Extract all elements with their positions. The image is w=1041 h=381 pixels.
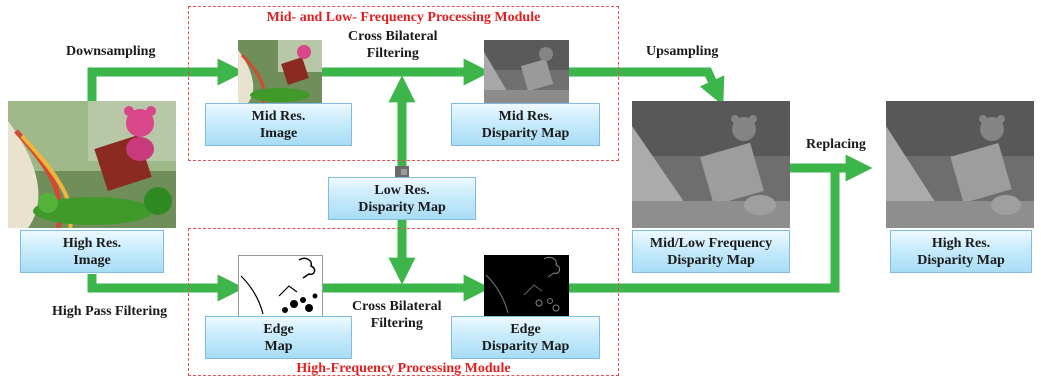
edge-map-thumbnail <box>238 255 323 317</box>
box-line: Map <box>264 338 293 354</box>
replacing-label: Replacing <box>806 137 866 152</box>
box-line: Low Res. <box>374 182 430 198</box>
mid-low-frequency-module: Mid- and Low- Frequency Processing Modul… <box>188 6 619 161</box>
box-line: High Res. <box>931 235 991 251</box>
low-res-disparity-box: Low Res. Disparity Map <box>328 177 476 220</box>
mid-low-disparity-thumbnail <box>632 101 790 228</box>
box-line: Edge <box>263 321 294 337</box>
label-line: Cross Bilateral <box>352 299 442 314</box>
mid-res-image-box: Mid Res. Image <box>205 103 352 146</box>
edge-disparity-thumbnail <box>484 255 569 317</box>
high-res-disparity-box: High Res. Disparity Map <box>890 230 1032 273</box>
edge-disparity-box: Edge Disparity Map <box>451 316 600 359</box>
mid-res-disparity-thumbnail <box>484 40 569 103</box>
high-pass-arrow <box>87 274 245 302</box>
cross-bilateral-filtering-top-label: Cross Bilateral Filtering <box>348 28 438 62</box>
mid-res-image-thumbnail <box>238 40 322 103</box>
label-line: Cross Bilateral <box>348 29 438 44</box>
box-line: High Res. <box>62 235 122 251</box>
upsampling-arrow <box>569 67 725 106</box>
high-pass-filtering-label: High Pass Filtering <box>52 304 168 319</box>
box-line: Mid/Low Frequency <box>649 235 773 251</box>
box-line: Image <box>259 125 298 141</box>
label-line: Filtering <box>370 316 423 331</box>
high-res-image-box: High Res. Image <box>20 230 164 273</box>
label-line: Filtering <box>366 46 419 61</box>
mid-low-module-title: Mid- and Low- Frequency Processing Modul… <box>266 10 541 25</box>
high-module-title: High-Frequency Processing Module <box>296 361 511 376</box>
high-res-disparity-thumbnail <box>886 101 1034 228</box>
mid-res-disparity-box: Mid Res. Disparity Map <box>451 103 600 146</box>
high-res-image-thumbnail <box>8 101 176 228</box>
downsampling-label: Downsampling <box>66 44 156 59</box>
box-line: Disparity Map <box>917 252 1005 268</box>
box-line: Mid Res. <box>498 108 553 124</box>
box-line: Edge <box>510 321 541 337</box>
mid-low-disparity-box: Mid/Low Frequency Disparity Map <box>632 230 790 273</box>
downsampling-arrow <box>87 58 245 102</box>
box-line: Disparity Map <box>358 199 446 215</box>
box-line: Disparity Map <box>481 125 570 141</box>
edge-disparity-to-replacing-arrow <box>568 168 840 293</box>
box-line: Mid Res. <box>251 108 306 124</box>
low-res-disparity-thumbnail <box>395 166 409 177</box>
edge-map-box: Edge Map <box>205 316 352 359</box>
box-line: Disparity Map <box>667 252 755 268</box>
box-line: Disparity Map <box>481 338 570 354</box>
high-frequency-module: High-Frequency Processing Module <box>188 228 619 376</box>
cross-bilateral-filtering-bottom-label: Cross Bilateral Filtering <box>352 298 442 332</box>
box-line: Image <box>73 252 111 268</box>
upsampling-label: Upsampling <box>646 44 719 59</box>
